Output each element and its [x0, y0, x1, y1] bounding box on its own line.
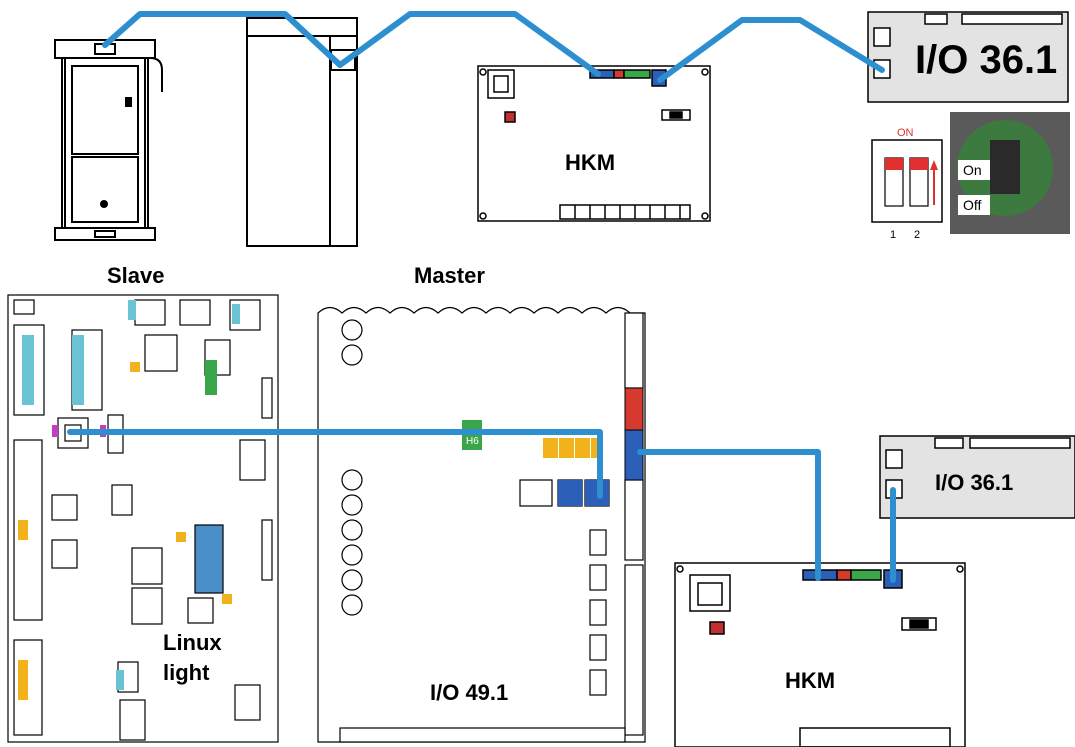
io36-bottom-label: I/O 36.1 — [935, 470, 1014, 495]
cables — [67, 11, 896, 583]
dip-photo-on: On — [963, 162, 982, 178]
cable-hkm-to-io36 — [657, 17, 885, 83]
io36-top-label: I/O 36.1 — [915, 38, 1058, 82]
hkm-bottom-label: HKM — [785, 668, 836, 693]
io49-board — [317, 306, 646, 743]
dip-on-label: ON — [897, 127, 914, 139]
dip-switch-diagram — [871, 139, 943, 223]
h6-label: H6 — [466, 436, 479, 447]
cable-slave-to-master — [102, 11, 343, 68]
cable-io49-to-hkm — [637, 449, 821, 581]
master-boiler — [246, 17, 358, 247]
slave-boiler — [54, 39, 163, 241]
hkm-top-label: HKM — [565, 150, 616, 175]
slave-label: Slave — [107, 263, 165, 288]
linux-label-line1: Linux — [163, 630, 222, 655]
io36-bottom-board — [879, 435, 1075, 519]
io49-label: I/O 49.1 — [430, 680, 509, 705]
master-label: Master — [414, 263, 485, 288]
io36-top-board — [867, 11, 1069, 103]
cable-master-to-hkm — [337, 11, 601, 77]
linux-light-board — [7, 294, 279, 743]
linux-label-line2: light — [163, 660, 210, 685]
dip-switch-photo — [950, 112, 1070, 234]
dip-photo-off: Off — [963, 197, 982, 213]
dip-number-2: 2 — [914, 229, 920, 241]
cable-linux-to-io49 — [67, 429, 603, 499]
hkm-top-board — [477, 65, 711, 222]
hkm-bottom-board — [674, 562, 966, 747]
dip-number-1: 1 — [890, 229, 896, 241]
io49-colored-terminals — [462, 387, 644, 506]
